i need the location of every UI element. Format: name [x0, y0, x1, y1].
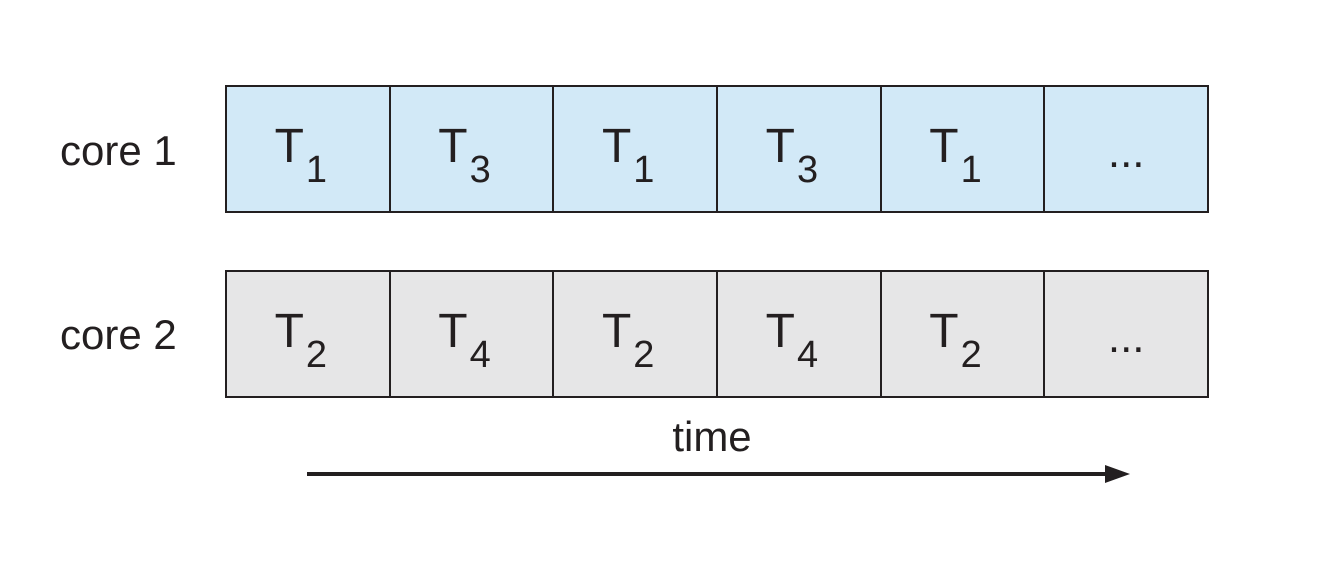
- ellipsis: ...: [1107, 313, 1145, 362]
- slot-thread: T: [274, 120, 304, 173]
- slot-thread-index: 2: [305, 334, 328, 376]
- core-2-timeline: T2 T4 T2 T4 T2 ...: [225, 270, 1209, 398]
- core-1-slot-continuation: ...: [1045, 87, 1207, 211]
- slot-thread: T: [929, 120, 959, 173]
- core-2-slot-3: T2: [554, 272, 719, 396]
- core-1-slot-3: T1: [554, 87, 719, 211]
- slot-thread-index: 1: [633, 149, 655, 191]
- slot-thread-index: 4: [796, 334, 819, 376]
- core-2-label: core 2: [60, 311, 177, 358]
- slot-thread-index: 1: [305, 149, 328, 191]
- slot-thread: T: [274, 305, 304, 358]
- slot-thread-index: 4: [469, 334, 491, 376]
- core-2-slot-2: T4: [391, 272, 555, 396]
- core-1-label: core 1: [60, 127, 177, 174]
- core-1-slot-5: T1: [882, 87, 1046, 211]
- slot-thread: T: [765, 305, 795, 358]
- core-2-slot-4: T4: [718, 272, 882, 396]
- slot-thread: T: [438, 120, 468, 173]
- core-1-timeline: T1 T3 T1 T3 T1 ...: [225, 85, 1209, 213]
- core-1-slot-2: T3: [391, 87, 555, 211]
- slot-thread: T: [765, 120, 795, 173]
- arrow-right-icon: [307, 465, 1130, 483]
- slot-thread-index: 2: [633, 334, 655, 376]
- slot-thread: T: [438, 305, 468, 358]
- slot-thread-index: 3: [796, 149, 819, 191]
- core-2-slot-5: T2: [882, 272, 1046, 396]
- slot-thread: T: [601, 305, 632, 358]
- slot-thread: T: [929, 305, 959, 358]
- slot-thread-index: 3: [469, 149, 491, 191]
- slot-thread-index: 2: [960, 334, 982, 376]
- time-axis-label: time: [672, 413, 752, 460]
- core-1-slot-4: T3: [718, 87, 882, 211]
- core-1-slot-1: T1: [227, 87, 391, 211]
- slot-thread-index: 1: [960, 149, 982, 191]
- ellipsis: ...: [1107, 128, 1145, 177]
- slot-thread: T: [601, 120, 632, 173]
- core-2-slot-1: T2: [227, 272, 391, 396]
- core-2-slot-continuation: ...: [1045, 272, 1207, 396]
